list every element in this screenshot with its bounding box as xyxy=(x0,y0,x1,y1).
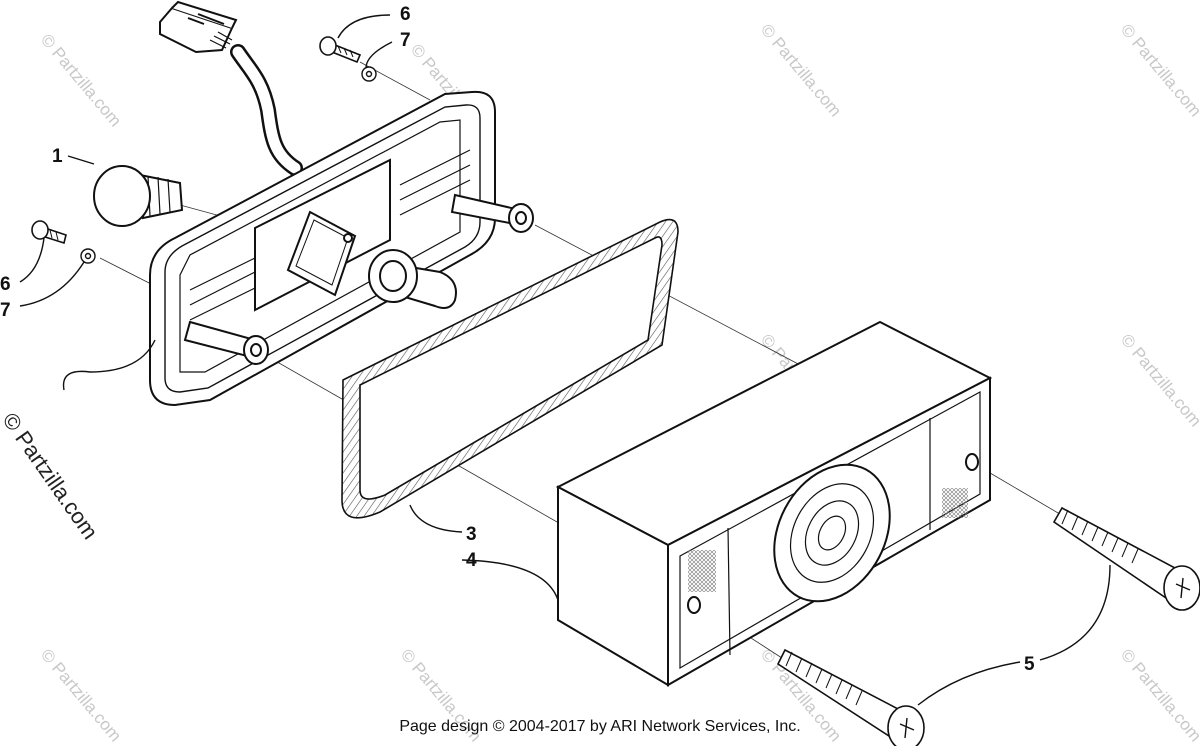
watermark-text: © Partzilla.com xyxy=(1117,330,1200,430)
callout-6-top: 6 xyxy=(400,4,411,25)
watermark-text: © Partzilla.com xyxy=(1117,20,1200,120)
leader-lines xyxy=(19,14,1111,706)
washer-top xyxy=(361,66,377,82)
screw-left xyxy=(31,220,67,245)
lens-assembly xyxy=(555,320,993,687)
callout-7-left: 7 xyxy=(0,300,11,321)
callout-5: 5 xyxy=(1024,654,1035,675)
callout-3: 3 xyxy=(466,524,477,545)
callout-6-left: 6 xyxy=(0,274,11,295)
long-screw-bottom xyxy=(776,648,925,746)
wire-harness xyxy=(159,0,303,176)
callout-7-top: 7 xyxy=(400,30,411,51)
bulb xyxy=(93,165,184,227)
gasket xyxy=(341,218,679,519)
lamp-housing xyxy=(149,90,534,407)
washer-left xyxy=(80,248,96,264)
callout-4: 4 xyxy=(466,550,477,571)
callout-1: 1 xyxy=(52,146,63,167)
long-screw-right xyxy=(1052,506,1200,611)
watermark-text: © Partzilla.com xyxy=(757,20,845,120)
connector-plug xyxy=(159,0,238,54)
watermark-text: © Partzilla.com xyxy=(37,30,125,130)
page-footer: Page design © 2004-2017 by ARI Network S… xyxy=(399,718,801,735)
screw-top xyxy=(319,36,362,64)
